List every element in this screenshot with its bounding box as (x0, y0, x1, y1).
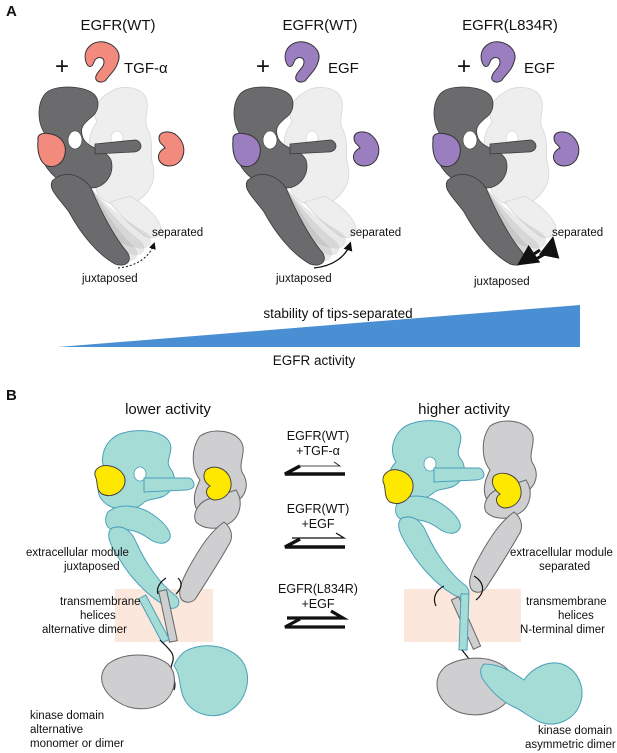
juxtaposed-label-3: juxtaposed (473, 276, 530, 288)
condition-3-line-2: +EGF (302, 597, 335, 611)
condition-1-line-2: +TGF-α (296, 444, 340, 458)
egfr-dimer-wt-egf (232, 86, 380, 266)
ligand-label-2: EGF (328, 60, 359, 77)
receptor-label-2: EGFR(WT) (283, 17, 358, 34)
separated-label-1: separated (152, 227, 203, 239)
condition-1-line-1: EGFR(WT) (287, 429, 349, 443)
transition-arrow-3-back (517, 244, 541, 266)
ecm-separated-label-2: separated (539, 561, 590, 573)
condition-2-line-1: EGFR(WT) (287, 502, 349, 516)
juxtaposed-label-1: juxtaposed (81, 273, 138, 285)
tgf-alpha-ligand-icon (84, 41, 120, 83)
plus-sign-3: + (457, 53, 471, 80)
stability-label: stability of tips-separated (263, 306, 412, 321)
plus-sign-2: + (256, 53, 270, 80)
column-3: EGFR(L834R) + EGF separated juxtaposed (432, 17, 603, 288)
receptor-label-3: EGFR(L834R) (462, 17, 558, 34)
receptor-label-1: EGFR(WT) (81, 17, 156, 34)
condition-3-line-1: EGFR(L834R) (278, 582, 358, 596)
higher-activity-label: higher activity (418, 401, 510, 418)
transition-arrow-2 (313, 241, 353, 269)
lower-activity-label: lower activity (125, 401, 211, 418)
tm-right-label-2: helices (558, 610, 594, 622)
activity-label: EGFR activity (273, 353, 356, 368)
column-2: EGFR(WT) + EGF separated juxtaposed (232, 17, 401, 285)
kinase-left-label-1: kinase domain (30, 710, 104, 722)
kinase-left-label-3: monomer or dimer (30, 738, 124, 750)
tm-left-label-2: helices (80, 610, 116, 622)
dimer-separated (382, 420, 583, 725)
panel-label-b: B (6, 387, 17, 404)
transition-arrow-1 (117, 242, 156, 269)
ecm-juxtaposed-label-2: juxtaposed (63, 561, 120, 573)
column-1: EGFR(WT) + TGF-α separated juxtaposed (37, 17, 203, 285)
egfr-dimer-wt-tgf (37, 86, 185, 266)
separated-label-3: separated (552, 227, 603, 239)
equilibrium-wt-egf: EGFR(WT) +EGF (284, 502, 349, 549)
ecm-juxtaposed-label-1: extracellular module (26, 547, 129, 559)
kinase-right-label-1: kinase domain (538, 725, 612, 737)
egfr-dimer-l834r-egf (432, 86, 580, 266)
tm-left-label-3: alternative dimer (42, 624, 127, 636)
dimer-juxtaposed (94, 430, 248, 717)
egf-ligand-icon (284, 41, 320, 83)
kinase-right-label-2: asymmetric dimer (525, 739, 616, 751)
equilibrium-l834r-egf: EGFR(L834R) +EGF (278, 582, 358, 629)
tm-left-label-1: transmembrane (60, 596, 141, 608)
tm-right-label-3: N-terminal dimer (520, 624, 605, 636)
ecm-separated-label-1: extracellular module (510, 547, 613, 559)
panel-label-a: A (6, 3, 17, 20)
juxtaposed-label-2: juxtaposed (275, 273, 332, 285)
equilibrium-wt-tgf: EGFR(WT) +TGF-α (284, 429, 349, 476)
egf-ligand-icon (480, 41, 516, 83)
separated-label-2: separated (350, 227, 401, 239)
ligand-label-3: EGF (524, 60, 555, 77)
kinase-left-label-2: alternative (30, 724, 83, 736)
tm-right-label-1: transmembrane (526, 596, 607, 608)
plus-sign-1: + (55, 53, 69, 80)
activity-wedge (58, 305, 580, 347)
condition-2-line-2: +EGF (302, 517, 335, 531)
ligand-label-1: TGF-α (124, 60, 168, 77)
